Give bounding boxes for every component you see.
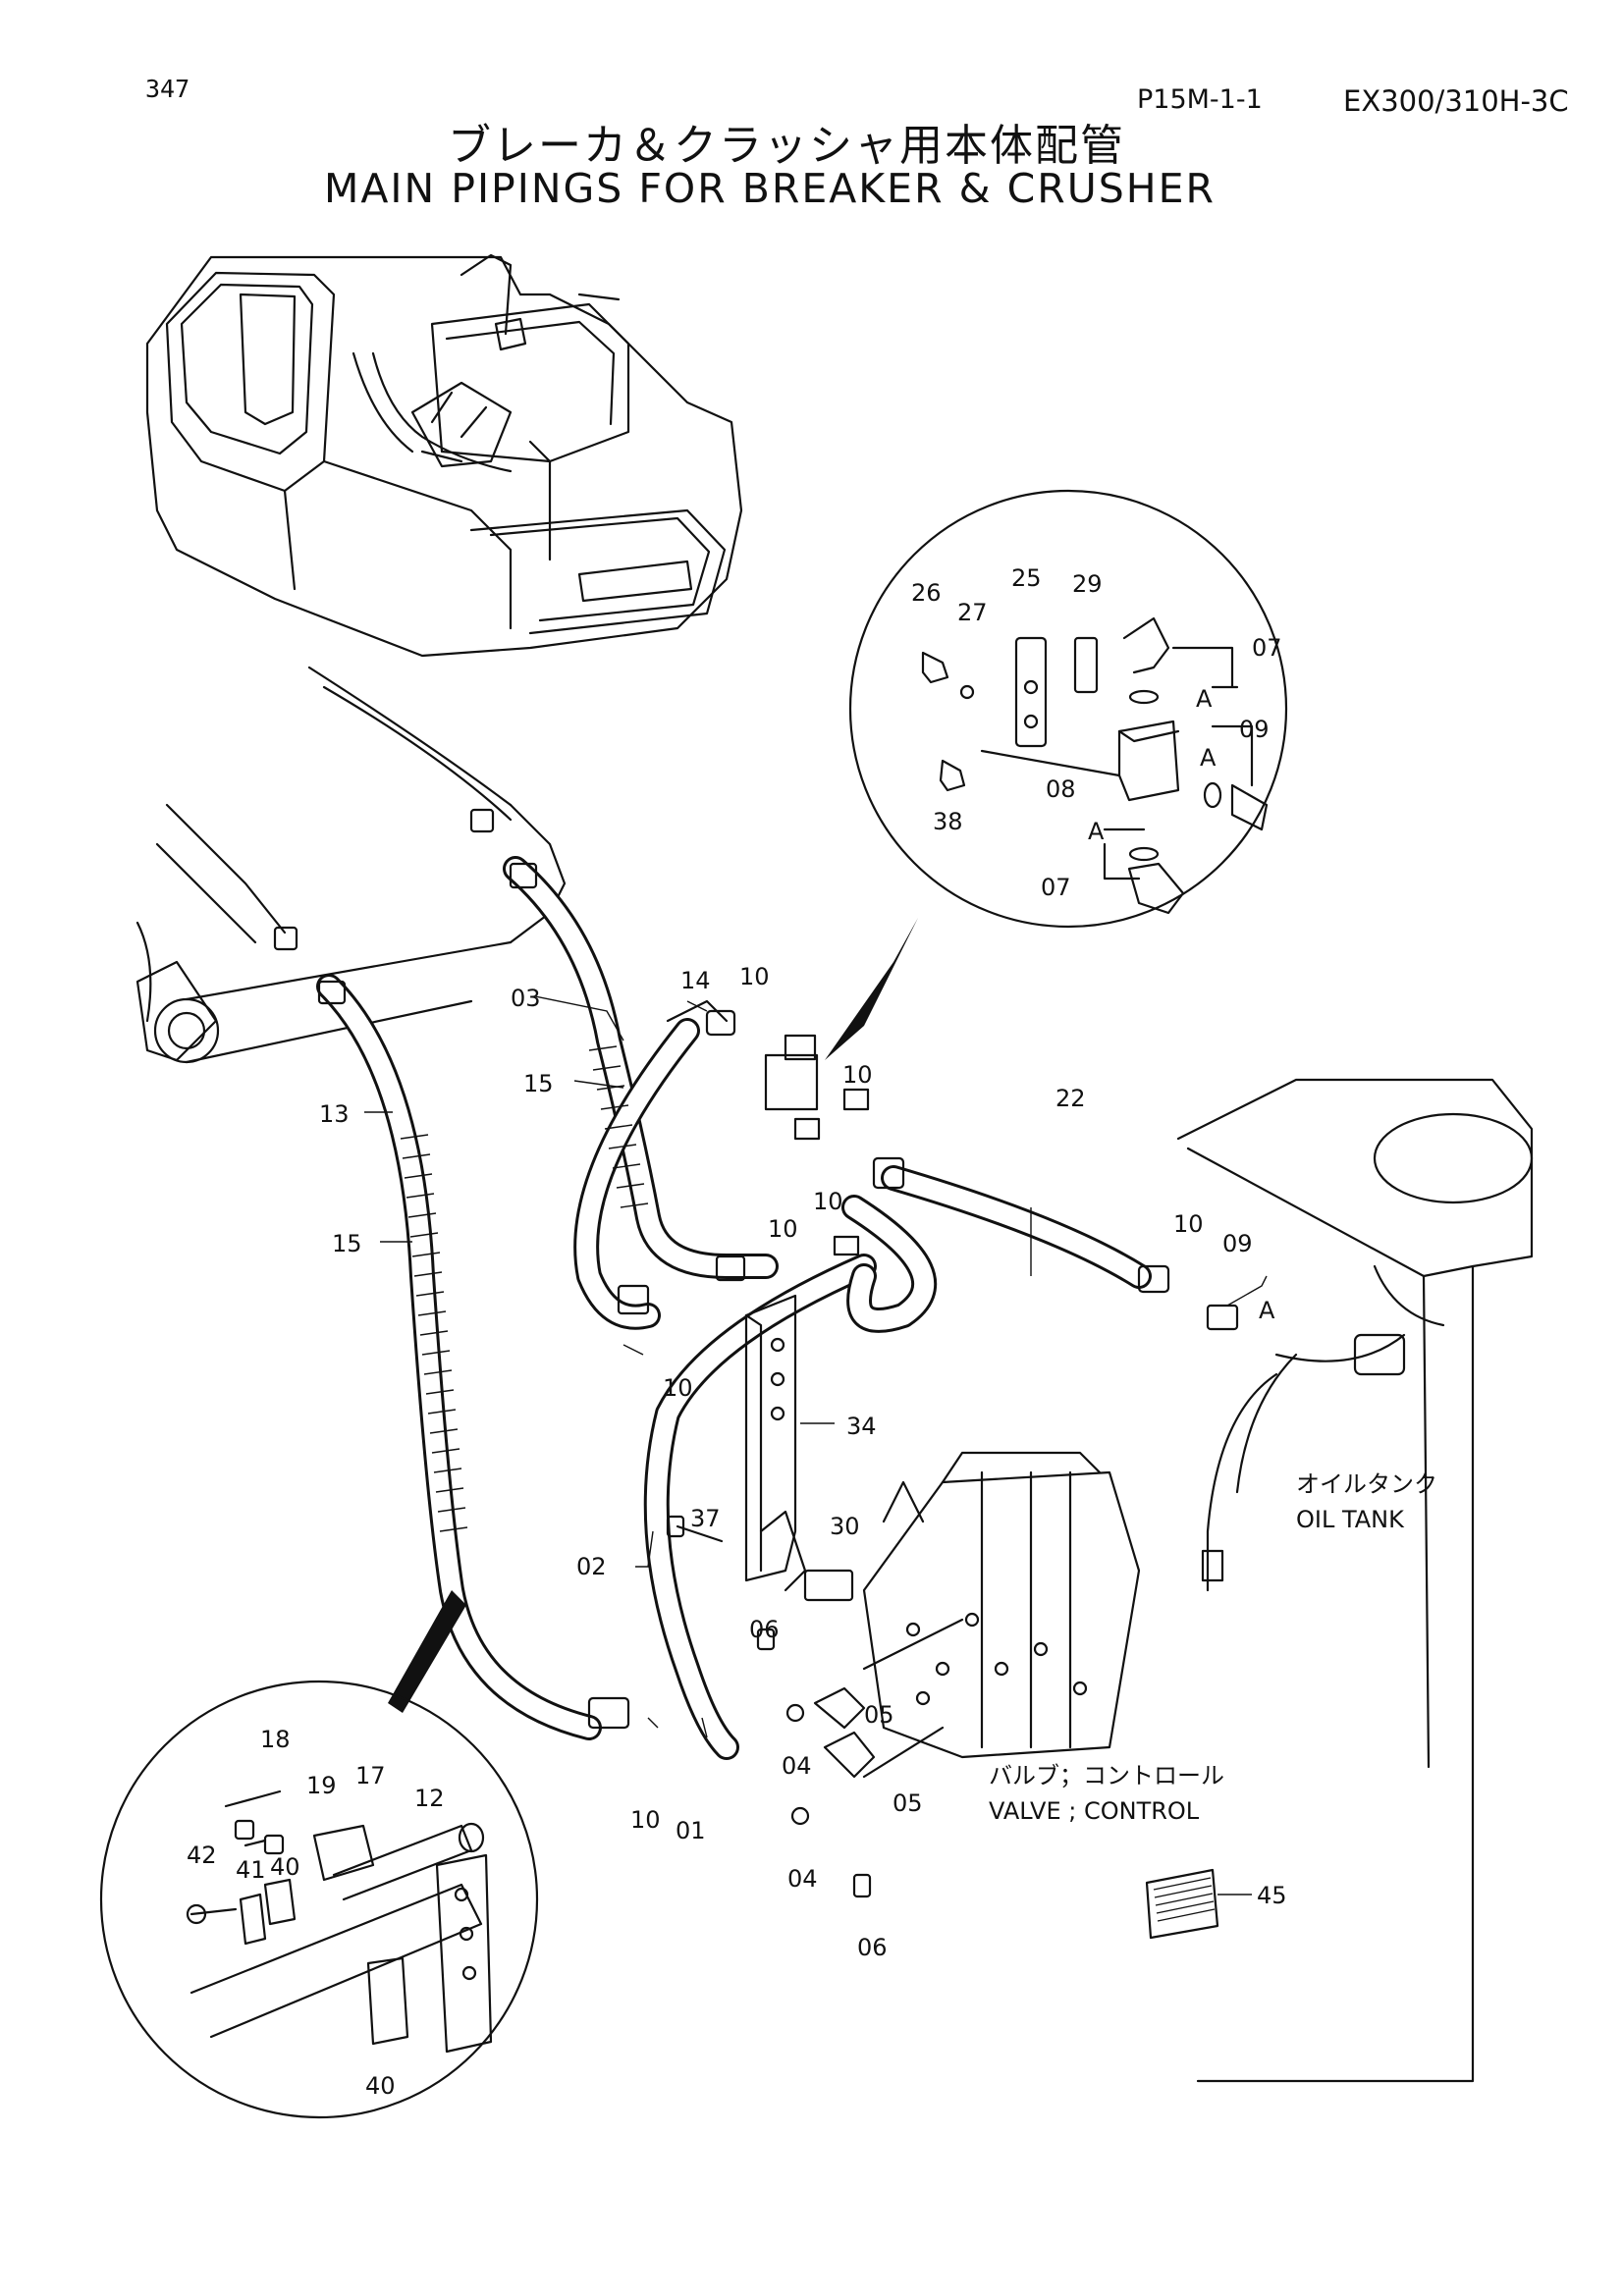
oil-tank-label-ja: オイルタンク (1296, 1470, 1437, 1498)
label-05: 05 (893, 1789, 923, 1817)
label-10: 10 (630, 1806, 661, 1834)
label-15: 15 (332, 1230, 362, 1257)
label-37: 37 (690, 1505, 721, 1532)
detail-circle-lower (99, 1680, 539, 2119)
label-12: 12 (414, 1785, 445, 1812)
leader-lines (364, 995, 1268, 1896)
label-04: 04 (787, 1865, 818, 1893)
detail-lower-parts (186, 1789, 493, 2054)
label-A: A (1200, 744, 1217, 772)
label-04: 04 (782, 1752, 812, 1780)
label-42: 42 (187, 1842, 217, 1869)
hose-03 (503, 856, 779, 1279)
label-10: 10 (1173, 1210, 1204, 1238)
label-41: 41 (236, 1856, 266, 1884)
label-34: 34 (846, 1413, 877, 1440)
label-38: 38 (933, 808, 963, 835)
hose-22 (881, 1165, 1152, 1289)
spring-guards (400, 1045, 649, 1532)
control-valve (756, 1451, 1141, 1898)
label-14: 14 (680, 967, 711, 994)
figure-code: P15M-1-1 (1137, 84, 1263, 115)
label-22: 22 (1055, 1085, 1086, 1112)
label-05: 05 (864, 1701, 894, 1729)
model-code: EX300/310H-3C (1343, 84, 1569, 118)
leader-wedge-upper (825, 918, 918, 1060)
label-03: 03 (511, 985, 541, 1012)
label-17: 17 (355, 1762, 386, 1789)
label-15: 15 (523, 1070, 554, 1097)
title-japanese: ブレーカ＆クラッシャ用本体配管 (448, 121, 1125, 171)
label-10: 10 (842, 1061, 873, 1089)
oil-tank-label-en: OIL TANK (1296, 1506, 1405, 1533)
hose-side (841, 1195, 938, 1333)
label-09: 09 (1239, 716, 1270, 743)
label-40: 40 (270, 1853, 300, 1881)
label-18: 18 (260, 1726, 291, 1753)
valve-label-en: VALVE ; CONTROL (989, 1797, 1200, 1825)
excavator-overview (145, 253, 743, 658)
label-A: A (1259, 1297, 1275, 1324)
valve-label-ja: バルブ；コントロール (989, 1762, 1224, 1789)
label-27: 27 (957, 599, 988, 626)
label-10: 10 (813, 1188, 843, 1215)
label-08: 08 (1046, 775, 1076, 803)
label-29: 29 (1072, 570, 1103, 598)
label-09: 09 (1222, 1230, 1253, 1257)
oil-tank (1176, 1078, 1534, 2083)
fittings (273, 808, 1170, 1730)
bracket-34 (666, 1294, 854, 1602)
label-10: 10 (663, 1374, 693, 1402)
label-A: A (1088, 818, 1105, 845)
label-02: 02 (576, 1553, 607, 1580)
callouts: 14 10 03 15 13 15 10 10 22 10 10 10 09 A… (187, 564, 1287, 2100)
label-19: 19 (306, 1772, 337, 1799)
label-40: 40 (365, 2072, 396, 2100)
label-10: 10 (739, 963, 770, 990)
leader-wedge-lower (388, 1590, 466, 1713)
hose-02 (643, 1254, 877, 1760)
page-number: 347 (145, 75, 190, 103)
detail-upper-parts (921, 616, 1269, 915)
label-30: 30 (830, 1513, 860, 1540)
label-13: 13 (319, 1100, 350, 1128)
label-26: 26 (911, 579, 942, 607)
label-25: 25 (1011, 564, 1042, 592)
label-10: 10 (768, 1215, 798, 1243)
detail-circle-upper (848, 489, 1288, 929)
label-07: 07 (1252, 634, 1282, 662)
plate-45 (1145, 1868, 1219, 1940)
title-english: MAIN PIPINGS FOR BREAKER & CRUSHER (324, 165, 1216, 212)
label-06: 06 (857, 1934, 888, 1961)
label-45: 45 (1257, 1882, 1287, 1909)
label-07: 07 (1041, 874, 1071, 901)
label-06: 06 (749, 1616, 780, 1643)
label-A: A (1196, 685, 1213, 713)
label-01: 01 (676, 1817, 706, 1844)
hose-13 (316, 974, 602, 1740)
boom-outline (135, 666, 567, 1064)
